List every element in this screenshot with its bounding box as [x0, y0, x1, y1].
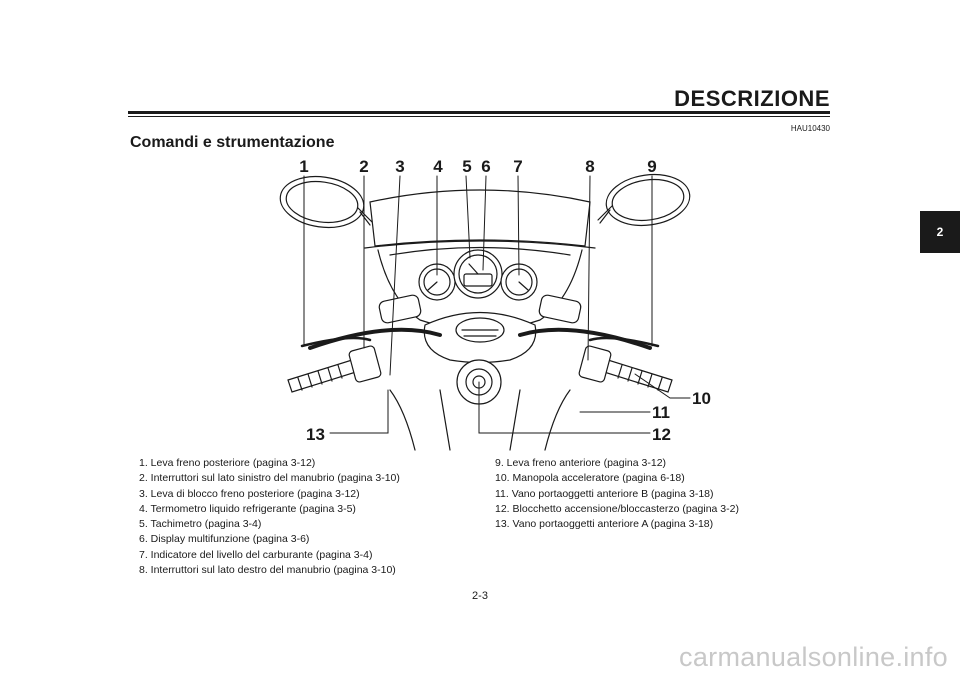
legend-item: 1. Leva freno posteriore (pagina 3-12) — [139, 457, 316, 469]
callout-7: 7 — [513, 157, 522, 176]
section-title: Comandi e strumentazione — [130, 134, 335, 151]
callout-8: 8 — [585, 157, 594, 176]
legend-item: 6. Display multifunzione (pagina 3-6) — [139, 533, 310, 546]
callout-4: 4 — [433, 157, 443, 176]
left-grip — [287, 359, 357, 393]
legend-item: 7. Indicatore del livello del carburante… — [139, 548, 373, 561]
legend-item: 8. Interruttori sul lato destro del manu… — [139, 564, 396, 577]
handlebar-illustration: 1 2 3 4 5 6 7 8 9 10 11 12 13 — [279, 157, 711, 451]
chapter-tab[interactable]: 2 — [920, 211, 960, 253]
legend-item: 11. Vano portaoggetti anteriore B (pagin… — [495, 487, 714, 500]
legend-item: 4. Termometro liquido refrigerante (pagi… — [139, 502, 356, 515]
page-number: 2-3 — [472, 590, 488, 602]
legend-item: 12. Blocchetto accensione/bloccasterzo (… — [495, 502, 739, 515]
callout-3: 3 — [395, 157, 404, 176]
legend-item: 9. Leva freno anteriore (pagina 3-12) — [495, 457, 667, 469]
left-switch-block — [348, 345, 382, 383]
callout-2: 2 — [359, 157, 368, 176]
right-mirror — [597, 173, 691, 227]
left-mirror — [279, 175, 373, 229]
callout-9: 9 — [647, 157, 656, 176]
callout-10: 10 — [692, 389, 711, 408]
right-switch-block — [578, 345, 612, 383]
callout-13: 13 — [306, 425, 325, 444]
callout-6: 6 — [481, 157, 490, 176]
legend-right-column: 9. Leva freno anteriore (pagina 3-12) 10… — [495, 456, 739, 532]
document-code: HAU10430 — [790, 124, 830, 133]
page-header-title: DESCRIZIONE — [674, 86, 830, 111]
header-rule-thick — [128, 111, 830, 114]
legend-item: 3. Leva di blocco freno posteriore (pagi… — [139, 487, 360, 500]
legend-item: 2. Interruttori sul lato sinistro del ma… — [139, 472, 400, 485]
header-rule-thin — [128, 116, 830, 117]
callout-5: 5 — [462, 157, 471, 176]
callout-1: 1 — [299, 157, 308, 176]
legend-item: 5. Tachimetro (pagina 3-4) — [139, 518, 262, 531]
callout-11: 11 — [652, 403, 670, 422]
legend-item: 13. Vano portaoggetti anteriore A (pagin… — [495, 518, 714, 531]
fuel-level-gauge — [500, 263, 538, 301]
legend-item: 10. Manopola acceleratore (pagina 6-18) — [495, 472, 685, 485]
watermark: carmanualsonline.info — [679, 642, 948, 672]
callout-12: 12 — [652, 425, 671, 444]
front-brake-lever — [588, 336, 660, 348]
speedometer-display — [453, 249, 503, 299]
legend-left-column: 1. Leva freno posteriore (pagina 3-12) 2… — [139, 456, 400, 578]
rear-brake-lever — [300, 336, 372, 348]
